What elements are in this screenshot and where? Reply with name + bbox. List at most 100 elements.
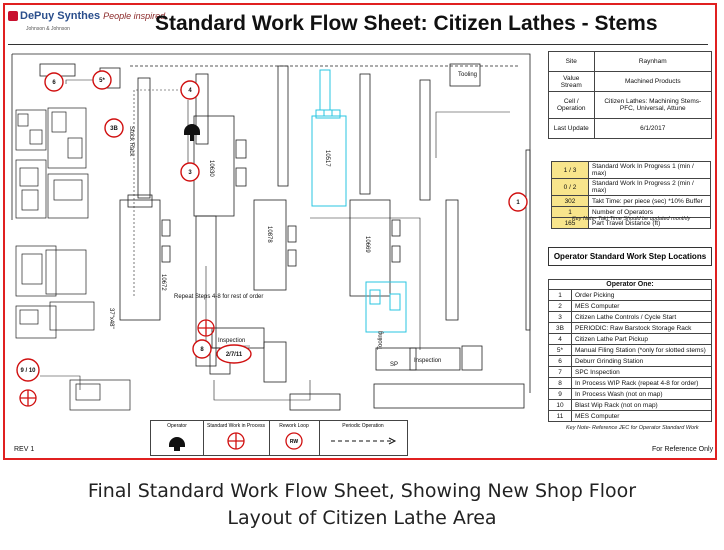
table-cell: Cell / Operation xyxy=(548,91,595,119)
label-tooling-2: Tooling xyxy=(378,331,384,350)
table-cell: Raynham xyxy=(593,51,713,72)
caption-line-2: Layout of Citizen Lathe Area xyxy=(227,507,497,529)
lathe-10672 xyxy=(119,77,171,321)
page-title: Standard Work Flow Sheet: Citizen Lathes… xyxy=(155,12,658,35)
table-cell: Machined Products xyxy=(593,71,713,92)
marker-3: 3 xyxy=(180,162,200,182)
table-cell: 4 xyxy=(548,333,572,345)
rework-legend-icon: RW xyxy=(285,432,303,450)
table-cell: In Process WIP Rack (repeat 4-8 for orde… xyxy=(571,377,712,389)
bench-xsp xyxy=(375,347,417,371)
lathe-10517 xyxy=(311,69,407,333)
lathe-10878 xyxy=(253,65,297,291)
kpi-note: Key Note- Takt Time Should be updated mo… xyxy=(572,216,691,222)
marker-9-10: 9 / 10 xyxy=(16,358,40,382)
steps-note: Key Note- Reference JEC for Operator Sta… xyxy=(566,425,699,431)
table-cell: 6/1/2017 xyxy=(593,118,713,139)
legend: Operator Standard Work in Process Rework… xyxy=(150,420,408,456)
table-cell: Standard Work In Progress 1 (min / max) xyxy=(588,161,711,179)
table-cell: Last Update xyxy=(548,118,595,139)
label-10630: 10630 xyxy=(208,160,214,177)
marker-6: 6 xyxy=(44,72,64,92)
label-10517: 10517 xyxy=(324,150,330,167)
reference-label: For Reference Only xyxy=(652,446,714,453)
svg-text:9 / 10: 9 / 10 xyxy=(20,368,36,374)
right-rack xyxy=(525,149,531,331)
table-cell: Citizen Lathes: Machining Stems- PFC, Un… xyxy=(593,91,713,119)
steps-title: Operator Standard Work Step Locations xyxy=(548,247,712,266)
step-row: 5*Manual Filing Station (*only for slott… xyxy=(548,344,712,356)
table-cell: Standard Work In Progress 2 (min / max) xyxy=(588,178,711,196)
table-cell: Site xyxy=(548,51,595,72)
legend-periodic: Periodic Operation xyxy=(319,421,407,455)
label-10878: 10878 xyxy=(266,226,272,243)
title-divider xyxy=(8,44,708,45)
logo-text: DePuy Synthes xyxy=(20,10,101,22)
lathe-10669 xyxy=(349,73,401,297)
table-cell: 0 / 2 xyxy=(551,178,589,196)
revision-label: REV 1 xyxy=(14,446,35,453)
machine-tooling xyxy=(419,63,481,321)
steps-header: Operator One: xyxy=(548,279,712,290)
wip-marker-2 xyxy=(19,389,37,407)
periodic-arrow-icon xyxy=(331,437,397,445)
label-stock-rack: Stock Rack xyxy=(128,126,134,157)
operator-icon xyxy=(184,124,200,141)
table-cell: 7 xyxy=(548,366,572,378)
table-cell: 11 xyxy=(548,410,572,422)
caption-line-1: Final Standard Work Flow Sheet, Showing … xyxy=(87,480,637,502)
left-equipment xyxy=(15,107,131,411)
marker-2-7-11: 2/7/11 xyxy=(216,344,252,364)
table-cell: 10 xyxy=(548,399,572,411)
table-cell: 9 xyxy=(548,388,572,400)
table-cell: Takt Time: per piece (sec) *10% Buffer xyxy=(588,195,711,207)
marker-1: 1 xyxy=(508,192,528,212)
svg-text:RW: RW xyxy=(290,439,299,445)
table-cell: 1 / 3 xyxy=(551,161,589,179)
svg-text:4: 4 xyxy=(188,88,192,94)
floor-plan: 10672 10630 10878 10517 10669 Tooling St… xyxy=(11,53,531,411)
svg-text:3: 3 xyxy=(188,170,192,176)
table-cell: PERIODIC: Raw Barstock Storage Rack xyxy=(571,322,712,334)
label-lathe-size: 37"x48" xyxy=(108,308,114,329)
label-repeat-note: Repeat Steps 4-8 for rest of order xyxy=(174,294,263,300)
legend-operator: Operator xyxy=(151,421,204,455)
svg-text:6: 6 xyxy=(52,80,56,86)
label-tooling: Tooling xyxy=(458,72,477,78)
svg-text:2/7/11: 2/7/11 xyxy=(226,352,243,358)
wip-marker-1 xyxy=(197,319,215,337)
svg-text:8: 8 xyxy=(200,347,204,353)
marker-3b: 3B xyxy=(104,118,124,138)
label-10669: 10669 xyxy=(364,236,370,253)
label-inspection: Inspection xyxy=(218,338,245,344)
svg-text:1: 1 xyxy=(516,200,520,206)
legend-rework: Rework Loop RW xyxy=(269,421,320,455)
table-cell: 2 xyxy=(548,300,572,312)
logo-tagline: People inspired xyxy=(103,11,166,21)
table-cell: Manual Filing Station (*only for slotted… xyxy=(571,344,712,356)
table-cell: 5* xyxy=(548,344,572,356)
table-cell: 3 xyxy=(548,311,572,323)
table-cell: Part Travel Distance (ft) xyxy=(588,217,711,229)
figure-caption: Final Standard Work Flow Sheet, Showing … xyxy=(0,478,724,532)
table-cell: Deburr Grinding Station xyxy=(571,355,712,367)
table-cell: SPC Inspection xyxy=(571,366,712,378)
